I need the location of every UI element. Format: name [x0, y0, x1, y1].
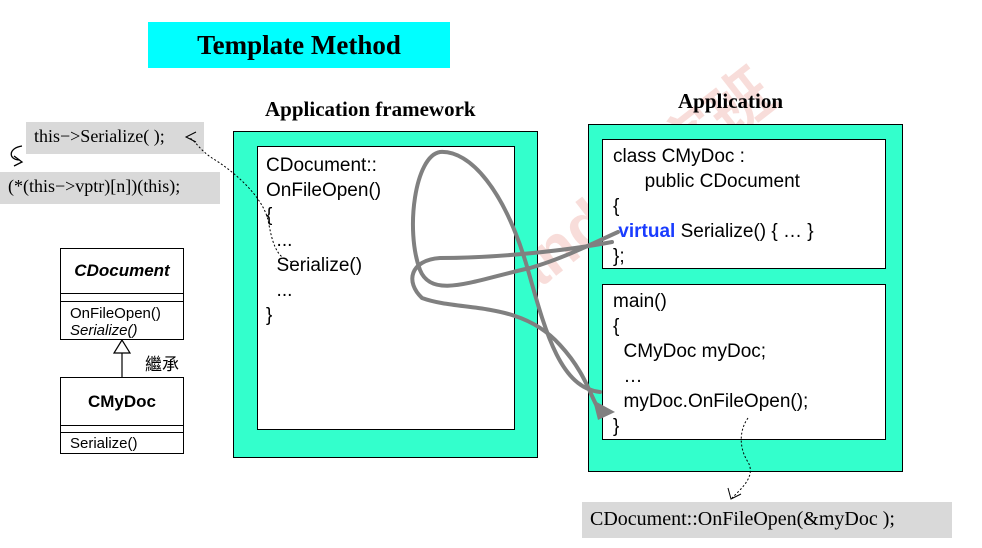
dotted-onfileopen-link: [731, 417, 751, 499]
flow-arrowhead-icon: [593, 400, 615, 420]
framework-heading: Application framework: [265, 97, 476, 121]
page-title: Template Method: [148, 22, 450, 68]
uml-derived-method: Serialize(): [70, 435, 138, 452]
uml-derived-class-name: CMyDoc: [87, 392, 156, 411]
dotted-serialize-arrowhead: [184, 131, 197, 143]
framework-line: Serialize(): [266, 255, 363, 276]
virtual-serialize-line: virtual Serialize() { … }: [613, 219, 885, 244]
main-line: …: [613, 366, 643, 387]
framework-line: {: [266, 205, 273, 226]
uml-base-method: Serialize(): [70, 322, 138, 339]
serialize-call-note: this−>Serialize( );: [26, 122, 204, 154]
class-line: class CMyDoc :: [613, 146, 745, 167]
uml-base-class-name: CDocument: [74, 261, 170, 280]
framework-line: ...: [266, 280, 293, 301]
vptr-call-note: (*(this−>vptr)[n])(this);: [0, 172, 220, 204]
uml-derived-class: CMyDoc Serialize(): [60, 377, 184, 454]
serialize-decl: Serialize() { … }: [675, 221, 814, 242]
main-line: myDoc.OnFileOpen();: [613, 391, 809, 412]
virtual-keyword: virtual: [618, 221, 676, 242]
framework-line: ...: [266, 230, 293, 251]
class-line: {: [613, 196, 620, 217]
onfileopen-call-note: CDocument::OnFileOpen(&myDoc );: [582, 502, 952, 538]
framework-line: CDocument::: [266, 155, 377, 176]
framework-line: OnFileOpen(): [266, 180, 382, 201]
uml-base-method: OnFileOpen(): [70, 305, 161, 322]
main-line: CMyDoc myDoc;: [613, 341, 767, 362]
flow-curve-call: [410, 149, 620, 394]
dotted-serialize-link: [189, 137, 293, 263]
framework-code-box: CDocument:: OnFileOpen() { ... Serialize…: [257, 146, 515, 430]
inheritance-arrowhead: [112, 338, 132, 354]
main-code-box: main() { CMyDoc myDoc; … myDoc.OnFileOpe…: [602, 284, 886, 440]
curly-arrow-icon: [10, 145, 24, 167]
uml-base-class: CDocument OnFileOpen() Serialize(): [60, 248, 184, 340]
framework-line: }: [266, 305, 273, 326]
class-line: public CDocument: [613, 171, 800, 192]
class-code-box: class CMyDoc : public CDocument { virtua…: [602, 139, 886, 269]
inherit-label: 繼承: [145, 355, 179, 374]
main-line: }: [613, 416, 620, 437]
class-line: };: [613, 246, 625, 267]
flow-curve-return: [410, 240, 614, 410]
main-line: {: [613, 316, 620, 337]
dotted-onfileopen-arrowhead: [727, 487, 742, 500]
application-heading: Application: [678, 89, 784, 113]
main-line: main(): [613, 291, 667, 312]
